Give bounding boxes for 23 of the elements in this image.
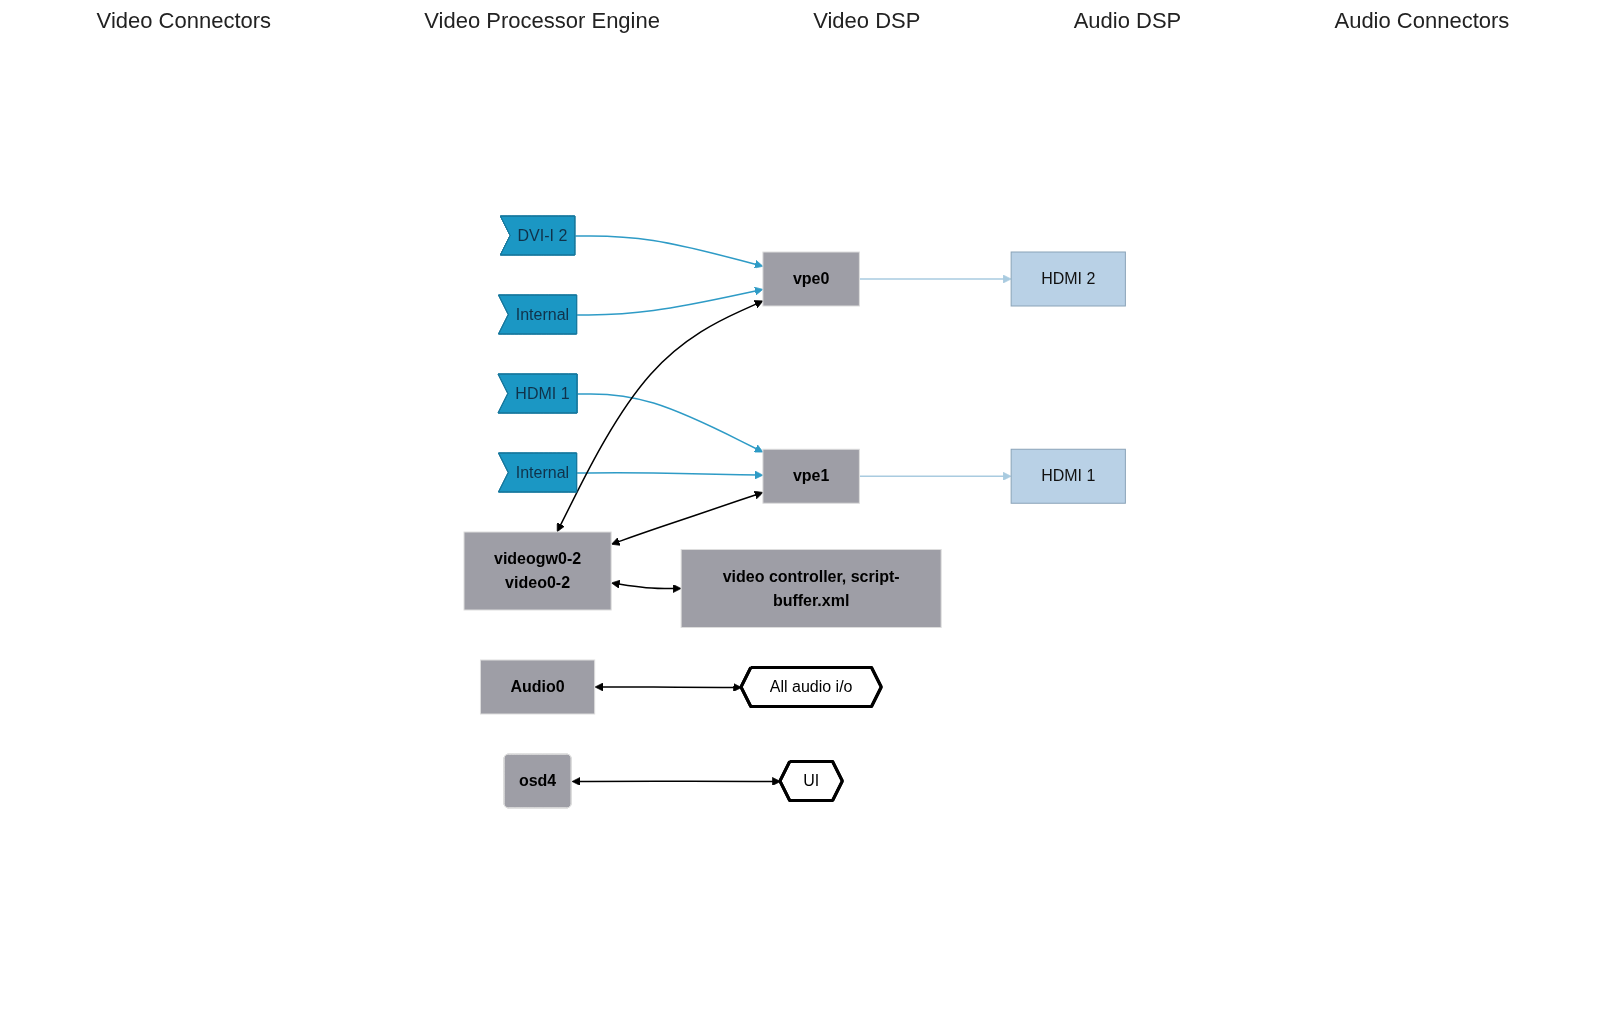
node-box: videogw0-2 video0-2 [463,531,612,611]
arrow [576,286,764,316]
node-box: vpe0 [762,251,861,307]
arrow [557,300,764,533]
node-box: video controller, script-buffer.xml [680,549,942,628]
arrow [595,682,743,692]
node-box: Audio0 [480,659,596,715]
arrow [574,235,764,269]
arrow [611,579,682,593]
column-heading: Audio DSP [1073,8,1182,34]
node-box: HDMI 1 [1010,448,1127,504]
arrow [576,470,764,480]
arrow [577,393,764,453]
column-heading: Audio Connectors [1334,8,1510,34]
node-box: HDMI 2 [1010,251,1127,307]
column-heading: Video DSP [813,8,921,34]
arrow [858,274,1012,284]
arrow [611,490,764,546]
node-box: vpe1 [762,448,861,504]
arrow [572,777,782,786]
column-heading: Video Processor Engine [424,8,660,34]
arrow [858,471,1012,481]
column-heading: Video Connectors [96,8,272,34]
